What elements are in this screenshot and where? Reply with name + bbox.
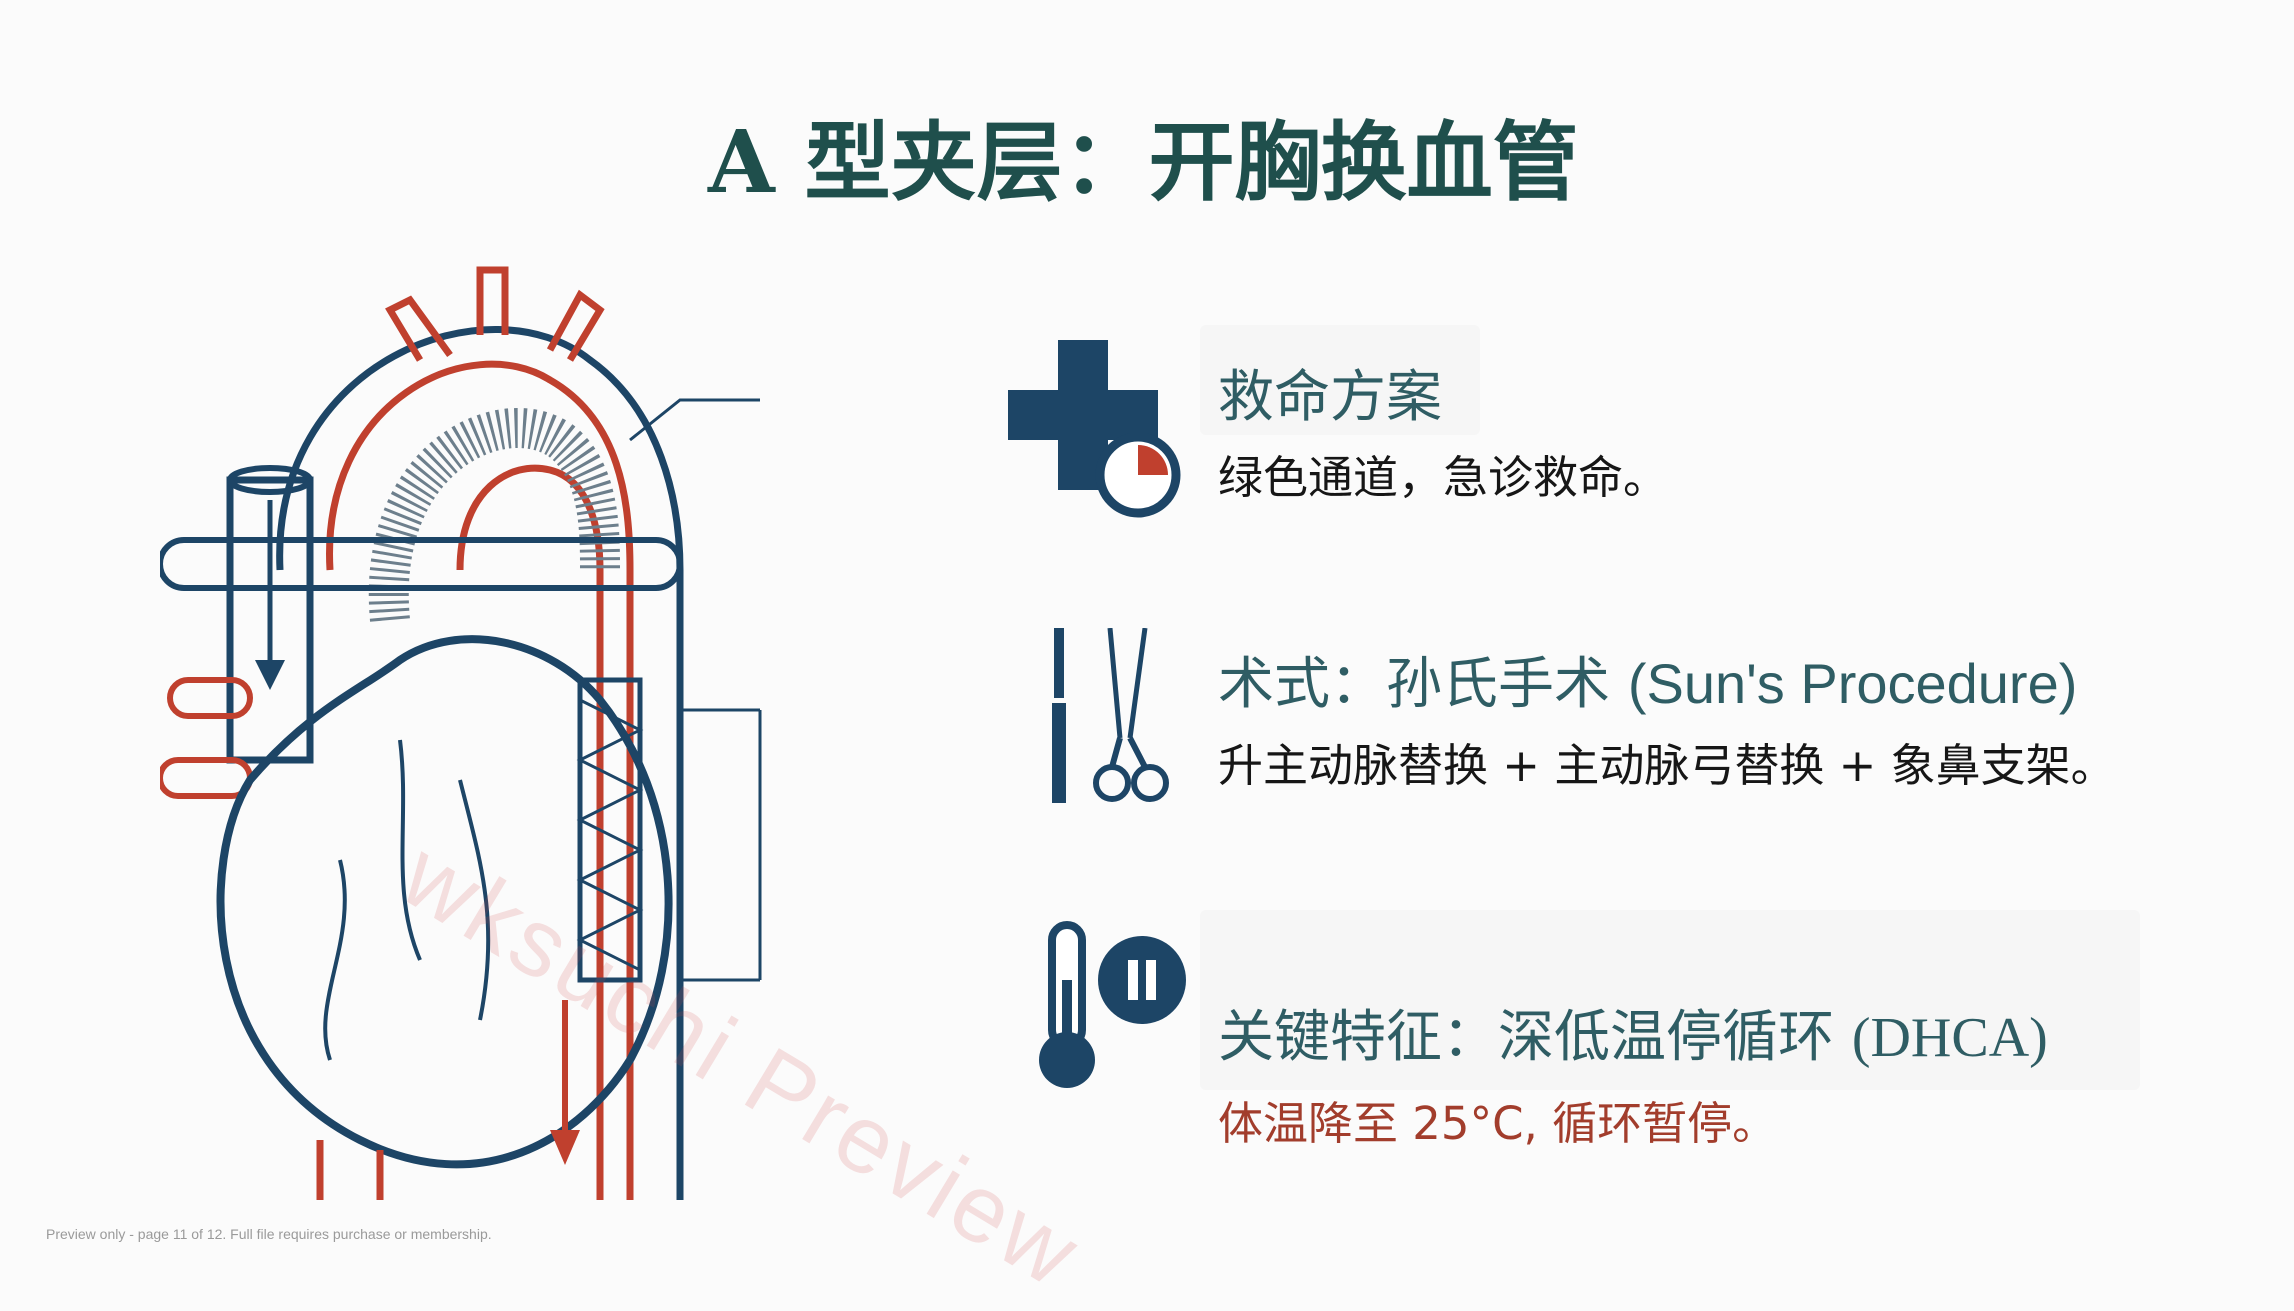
item-2-description: 升主动脉替换 + 主动脉弓替换 + 象鼻支架。 — [1218, 739, 2116, 792]
item-1-card — [1200, 325, 1480, 435]
superior-vena-cava — [226, 476, 314, 764]
preview-footer: Preview only - page 11 of 12. Full file … — [46, 1226, 492, 1242]
item-3-heading-en: (DHCA) — [1851, 1007, 2048, 1069]
arch-branch-3 — [546, 289, 605, 362]
page-title: A 型夹层：开胸换血管 — [708, 112, 1579, 213]
heart-body — [216, 635, 673, 1169]
scalpel-scissors-icon — [1052, 628, 1169, 803]
slide: A 型夹层：开胸换血管 救命方案 绿色通道，急诊救命。 术式：孙氏手术 (Sun… — [46, 112, 2140, 1309]
item-1-description: 绿色通道，急诊救命。 — [1218, 451, 1669, 504]
arch-branch-2 — [476, 266, 509, 335]
arch-graft — [368, 408, 620, 622]
pulmonary-vein-1 — [167, 677, 253, 719]
elephant-trunk-stent — [577, 677, 643, 983]
heart-aorta-diagram — [160, 266, 762, 1200]
item-2-heading-zh: 术式：孙氏手术 — [1218, 652, 1610, 717]
item-3-heading-zh: 关键特征：深低温停循环 — [1218, 1005, 1834, 1070]
arch-branch-1 — [385, 295, 453, 362]
item-1-heading: 救命方案 — [1218, 365, 1442, 430]
inferior-vessel-red — [316, 1140, 384, 1200]
item-3-description: 体温降至 25°C, 循环暂停。 — [1218, 1097, 1778, 1150]
medical-cross-stopwatch-icon — [1008, 340, 1181, 518]
item-2-heading: 术式：孙氏手术 (Sun's Procedure) — [1218, 652, 2077, 717]
thermometer-pause-icon — [1039, 921, 1186, 1088]
item-3-heading: 关键特征：深低温停循环 (DHCA) — [1218, 1006, 2048, 1070]
aorta-red-outer — [326, 360, 634, 1200]
item-3-card — [1200, 910, 2140, 1090]
item-2-heading-en: (Sun's Procedure) — [1627, 652, 2078, 715]
stent-zigzag — [576, 698, 644, 972]
pulmonary-vessel — [160, 537, 683, 591]
pulmonary-vein-2 — [160, 757, 253, 799]
callout-bracket — [680, 708, 762, 982]
callout-line-1 — [629, 398, 760, 442]
